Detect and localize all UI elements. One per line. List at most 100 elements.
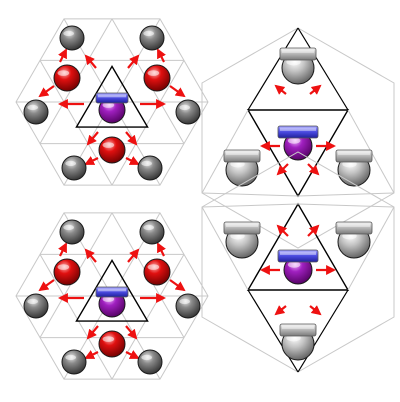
dark-ball-icon-highlight — [63, 224, 75, 231]
dark-ball-icon-body — [61, 155, 87, 181]
red-ball-icon — [53, 64, 81, 92]
red-ball-icon-body — [143, 258, 171, 286]
red-ball-icon — [98, 136, 126, 164]
dark-ball-icon-highlight — [141, 160, 153, 167]
dark-ball-icon — [61, 349, 87, 375]
dark-ball-icon-body — [175, 293, 201, 319]
blue-slab-icon-shine — [98, 94, 126, 98]
dark-ball-icon-body — [23, 99, 49, 125]
purple-ball-icon-highlight — [102, 102, 115, 108]
arrow-icon — [169, 85, 186, 98]
dark-ball-icon-highlight — [65, 354, 77, 361]
outline-line — [297, 289, 349, 373]
dark-ball-icon-body — [137, 349, 163, 375]
arrow-icon — [38, 279, 55, 292]
red-ball-icon — [143, 64, 171, 92]
dark-ball-icon — [139, 25, 165, 51]
dark-ball-icon-body — [59, 219, 85, 245]
lattice-grid-line — [297, 192, 395, 197]
gray-slab-icon — [223, 221, 261, 235]
arrow-icon — [307, 224, 320, 237]
dark-ball-icon-highlight — [143, 30, 155, 37]
dark-ball-icon-highlight — [27, 104, 39, 111]
red-ball-icon-highlight — [147, 70, 160, 76]
blue-slab-icon-body — [95, 286, 129, 298]
arrow-icon — [58, 242, 67, 257]
dark-ball-icon-highlight — [63, 30, 75, 37]
arrow-icon — [125, 350, 140, 359]
lattice-grid-line — [111, 60, 185, 186]
arrow-icon — [84, 54, 97, 69]
dark-ball-icon-highlight — [27, 298, 39, 305]
dark-ball-icon-body — [137, 155, 163, 181]
lattice-grid-line — [201, 206, 249, 291]
purple-ball-icon-highlight — [287, 261, 301, 268]
arrow-icon — [58, 48, 67, 63]
central-triangle — [75, 65, 149, 128]
blue-slab-icon-body — [95, 92, 129, 104]
gray-slab-icon-body — [223, 149, 261, 163]
red-ball-icon-highlight — [102, 142, 115, 148]
neighbor-outer-outline — [201, 27, 395, 249]
red-ball-icon-body — [98, 330, 126, 358]
dark-ball-icon-highlight — [65, 160, 77, 167]
dark-ball-icon — [61, 155, 87, 181]
neighbor-panel-1 — [201, 151, 395, 373]
lattice-grid-line — [39, 254, 113, 380]
red-ball-icon — [53, 258, 81, 286]
lattice-grid-line — [111, 254, 185, 380]
arrow-icon — [125, 325, 138, 340]
dark-ball-icon — [175, 293, 201, 319]
dark-ball-icon — [59, 25, 85, 51]
dark-ball-icon — [137, 349, 163, 375]
arrow-icon — [276, 224, 289, 237]
blue-slab-icon-shine — [280, 127, 316, 131]
gray-slab-icon-body — [223, 221, 261, 235]
dark-ball-icon-body — [175, 99, 201, 125]
blue-slab-icon — [277, 249, 319, 263]
blue-slab-icon-shine — [98, 288, 126, 292]
red-ball-icon-highlight — [102, 336, 115, 342]
lattice-grid-line — [39, 60, 113, 186]
red-ball-icon-body — [53, 258, 81, 286]
arrow-icon — [127, 248, 140, 263]
red-ball-icon-body — [53, 64, 81, 92]
blue-slab-icon-body — [277, 249, 319, 263]
outline-line — [247, 27, 299, 111]
arrow-icon — [84, 156, 99, 165]
dark-ball-icon-body — [23, 293, 49, 319]
neighbor-panel-0 — [201, 27, 395, 249]
dark-ball-icon — [175, 99, 201, 125]
red-ball-icon-highlight — [57, 70, 70, 76]
purple-ball-icon-highlight — [102, 296, 115, 302]
arrow-icon — [38, 85, 55, 98]
blue-slab-icon — [95, 92, 129, 104]
gray-slab-icon-body — [279, 47, 317, 61]
lattice-panel-1 — [15, 212, 209, 380]
gray-slab-icon-body — [335, 221, 373, 235]
dark-ball-icon-highlight — [143, 224, 155, 231]
arrow-icon — [86, 131, 99, 146]
arrow-icon — [309, 84, 322, 95]
arrow-icon — [125, 156, 140, 165]
arrow-icon — [309, 305, 322, 316]
gray-slab-icon-body — [279, 323, 317, 337]
gray-slab-icon-shine — [282, 49, 314, 53]
gray-slab-icon-shine — [226, 151, 258, 155]
arrow-icon — [157, 242, 166, 257]
arrow-icon — [276, 163, 289, 176]
arrow-icon — [274, 84, 287, 95]
dark-ball-icon — [137, 155, 163, 181]
red-ball-icon-highlight — [147, 264, 160, 270]
red-ball-icon — [143, 258, 171, 286]
arrow-icon — [84, 248, 97, 263]
purple-ball-icon-highlight — [287, 137, 301, 144]
red-ball-icon-highlight — [57, 264, 70, 270]
arrow-icon — [86, 325, 99, 340]
neighbor-outer-outline — [201, 151, 395, 373]
lattice-panel-0 — [15, 18, 209, 186]
dark-ball-icon — [59, 219, 85, 245]
blue-slab-icon-body — [277, 125, 319, 139]
dark-ball-icon-body — [61, 349, 87, 375]
arrow-icon — [127, 54, 140, 69]
